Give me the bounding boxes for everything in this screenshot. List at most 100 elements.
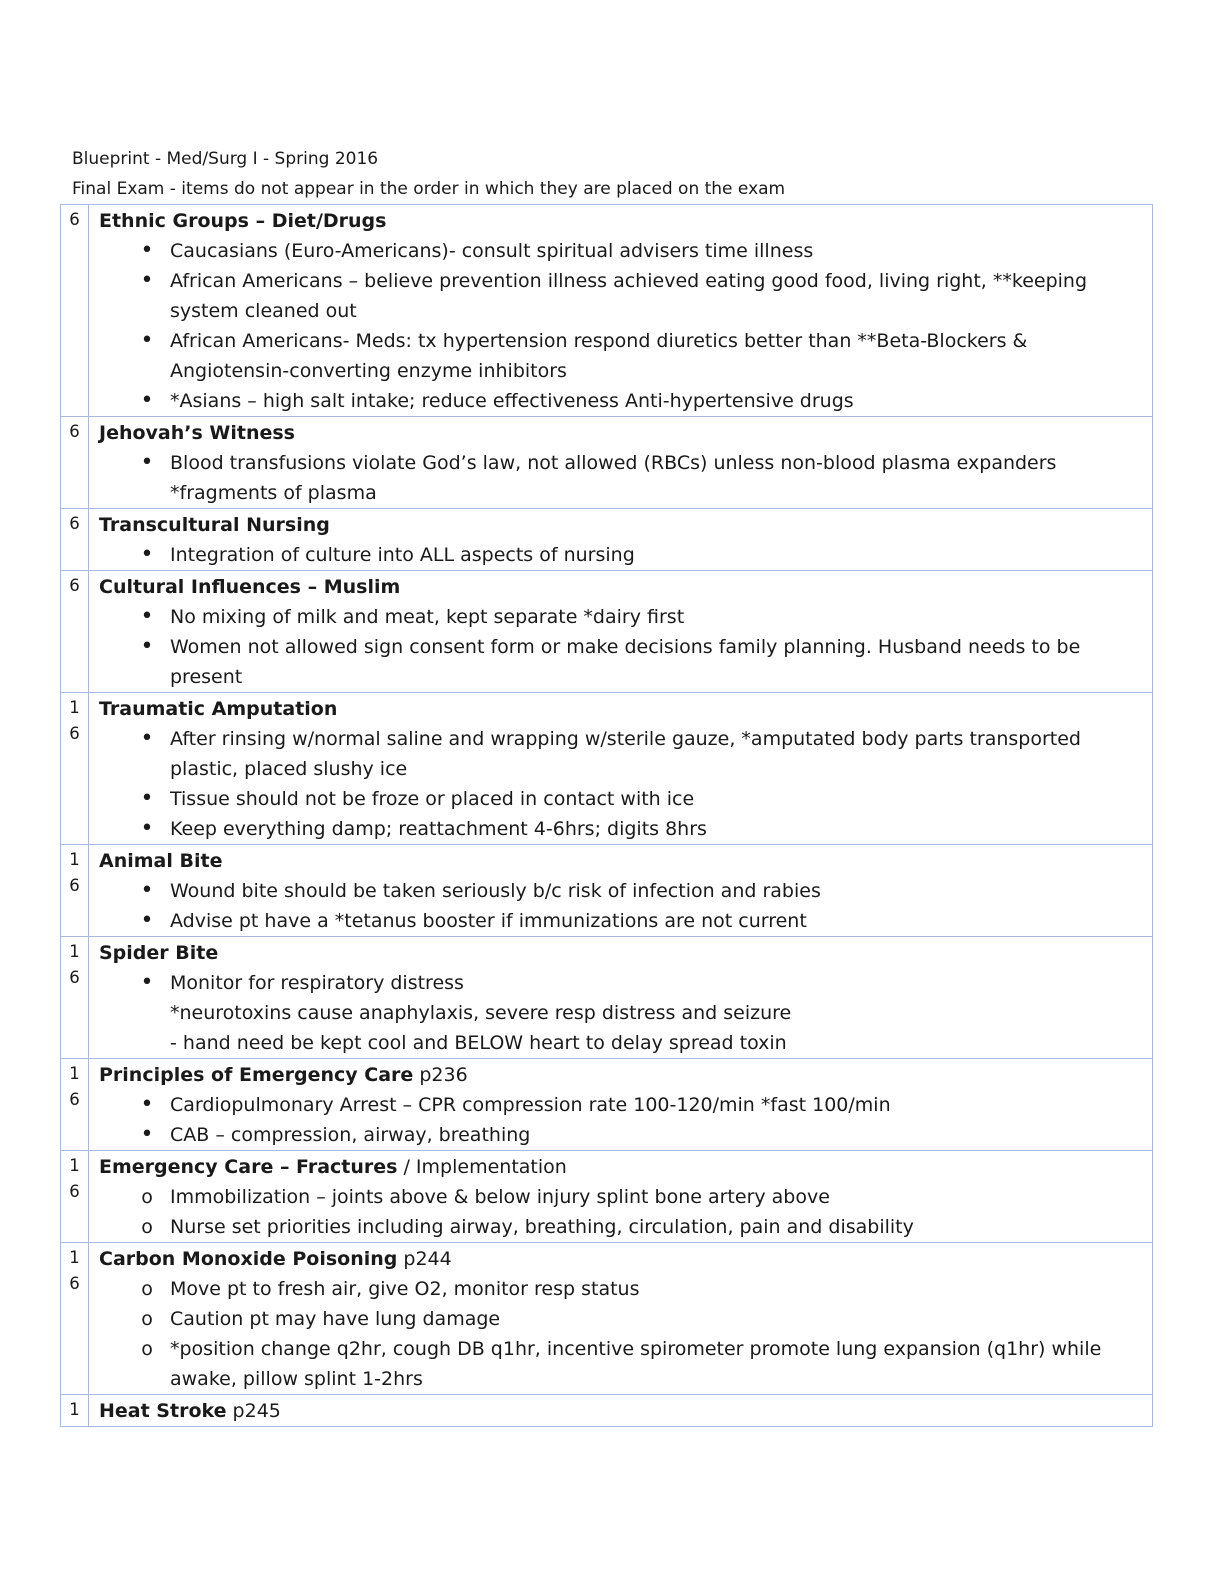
list-item-text: Caucasians (Euro-Americans)- consult spi… [170,240,814,262]
list-item: •Women not allowed sign consent form or … [99,632,1112,692]
note-line: - hand need be kept cool and BELOW heart… [170,1032,787,1054]
row-content: Cultural Influences – Muslim•No mixing o… [88,570,1153,693]
topic-title: Traumatic Amputation [99,698,338,720]
item-list: o Move pt to fresh air, give O2, monitor … [99,1274,1112,1394]
topic-suffix: p245 [226,1400,281,1422]
circle-bullet-icon: o [141,1216,153,1238]
list-item: • Advise pt have a *tetanus booster if im… [99,906,1112,936]
bullet-icon: • [140,604,154,629]
topic-heading: Jehovah’s Witness [99,418,1112,448]
list-item: •No mixing of milk and meat, kept separa… [99,602,1112,632]
item-list: •After rinsing w/normal saline and wrapp… [99,724,1112,844]
list-item: •*Asians – high salt intake; reduce effe… [99,386,1112,416]
list-item: •Tissue should not be froze or placed in… [99,784,1112,814]
item-list: •Integration of culture into ALL aspects… [99,540,1112,570]
row-weight-digit: 6 [69,876,80,895]
list-item-text: Women not allowed sign consent form or m… [170,636,1081,688]
circle-bullet-icon: o [141,1186,153,1208]
list-item-text: Move pt to fresh air, give O2, monitor r… [170,1278,640,1300]
blueprint-table-body: 6 Ethnic Groups – Diet/Drugs • Caucasians (… [60,204,1153,1427]
list-item-text: *Asians – high salt intake; reduce effec… [170,390,854,412]
topic-heading: Traumatic Amputation [99,694,1112,724]
list-item: o Move pt to fresh air, give O2, monitor … [99,1274,1112,1304]
list-item: •After rinsing w/normal saline and wrapp… [99,724,1112,784]
row-weight-digit: 1 [69,698,80,717]
row-weight: 6 [60,570,89,693]
list-item-text: African Americans – believe prevention i… [170,270,1088,322]
row-weight-digit: 1 [69,1400,80,1419]
topic-title: Spider Bite [99,942,219,964]
topic-heading: Ethnic Groups – Diet/Drugs [99,206,1112,236]
item-list: •Monitor for respiratory distress [99,968,1112,998]
list-item-text: CAB – compression, airway, breathing [170,1124,531,1146]
topic-heading: Animal Bite [99,846,1112,876]
list-item-text: Integration of culture into ALL aspects … [170,544,635,566]
row-content: Jehovah’s Witness • Blood transfusions vio… [88,416,1153,509]
row-weight: 6 [60,204,89,417]
bullet-icon: • [140,1092,154,1117]
list-item: •Wound bite should be taken seriously b/… [99,876,1112,906]
row-content: Animal Bite•Wound bite should be taken s… [88,844,1153,937]
topic-heading: Principles of Emergency Care p236 [99,1060,1112,1090]
table-row: 1 Heat Stroke p245 [60,1394,1153,1427]
circle-bullet-icon: o [141,1278,153,1300]
list-item-text: African Americans- Meds: tx hypertension… [170,330,1028,382]
topic-heading: Emergency Care – Fractures / Implementat… [99,1152,1112,1182]
list-item-text: Advise pt have a *tetanus booster if imm… [170,910,807,932]
table-row: 6 Ethnic Groups – Diet/Drugs • Caucasians (… [60,204,1153,417]
row-weight-digit: 1 [69,942,80,961]
list-item-text: Caution pt may have lung damage [170,1308,501,1330]
topic-title: Ethnic Groups – Diet/Drugs [99,210,387,232]
list-item: • CAB – compression, airway, breathing [99,1120,1112,1150]
row-weight-digit: 6 [69,1274,80,1293]
topic-suffix: / Implementation [397,1156,567,1178]
row-weight: 6 [60,508,89,571]
blueprint-table: 6 Ethnic Groups – Diet/Drugs • Caucasians (… [60,204,1153,1427]
item-list: • Cardiopulmonary Arrest – CPR compressio… [99,1090,1112,1150]
row-weight-digit: 1 [69,1064,80,1083]
bullet-icon: • [140,908,154,933]
topic-title: Jehovah’s Witness [99,422,295,444]
row-weight-digit: 6 [69,1182,80,1201]
bullet-icon: • [140,1122,154,1147]
row-weight-digit: 6 [69,514,80,533]
row-content: Emergency Care – Fractures / Implementat… [88,1150,1153,1243]
topic-heading: Transcultural Nursing [99,510,1112,540]
item-list: • Blood transfusions violate God’s law, n… [99,448,1112,508]
document-subtitle: Final Exam - items do not appear in the … [72,179,786,199]
list-item-text: Blood transfusions violate God’s law, no… [170,452,1057,504]
list-item: •African Americans- Meds: tx hypertensio… [99,326,1112,386]
list-item: •Keep everything damp; reattachment 4-6h… [99,814,1112,844]
row-content: Ethnic Groups – Diet/Drugs • Caucasians (E… [88,204,1153,417]
topic-title: Heat Stroke [99,1400,227,1422]
list-item: • Cardiopulmonary Arrest – CPR compressio… [99,1090,1112,1120]
row-content: Traumatic Amputation •After rinsing w/nor… [88,692,1153,845]
list-item: • African Americans – believe prevention … [99,266,1112,326]
bullet-icon: • [140,450,154,475]
bullet-icon: • [140,238,154,263]
list-item: • Blood transfusions violate God’s law, n… [99,448,1112,508]
document-header: Blueprint - Med/Surg I - Spring 2016 Fin… [72,144,785,204]
bullet-icon: • [140,816,154,841]
topic-title: Transcultural Nursing [99,514,330,536]
topic-suffix: p236 [413,1064,468,1086]
circle-bullet-icon: o [141,1308,153,1330]
row-weight: 1 [60,1394,89,1427]
list-item-text: Cardiopulmonary Arrest – CPR compression… [170,1094,891,1116]
bullet-icon: • [140,268,154,293]
row-weight-digit: 6 [69,724,80,743]
row-content: Spider Bite •Monitor for respiratory dist… [88,936,1153,1059]
document-title: Blueprint - Med/Surg I - Spring 2016 [72,149,379,169]
row-weight-digit: 6 [69,968,80,987]
row-weight-digit: 6 [69,210,80,229]
